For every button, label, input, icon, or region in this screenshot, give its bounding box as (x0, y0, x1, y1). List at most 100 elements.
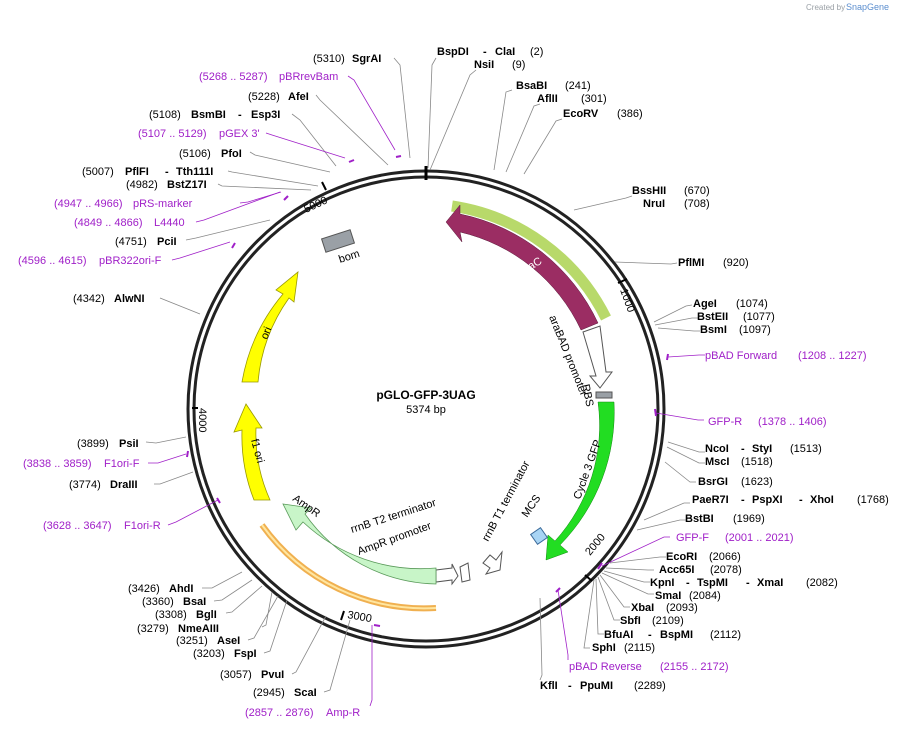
svg-text:(2084): (2084) (689, 590, 721, 602)
svg-text:PflMI: PflMI (678, 257, 704, 269)
svg-text:BsmI: BsmI (700, 324, 727, 336)
tick-4000: 4000 (192, 407, 208, 432)
svg-text:NcoI: NcoI (705, 443, 729, 455)
svg-text:AflII: AflII (537, 93, 558, 105)
svg-text:(2078): (2078) (710, 564, 742, 576)
mcs-box[interactable] (529, 526, 549, 546)
araBAD-promoter-arrow[interactable] (582, 325, 613, 389)
svg-text:pBAD Reverse: pBAD Reverse (569, 661, 642, 673)
rbs-box[interactable] (595, 391, 613, 399)
svg-text:(3628 .. 3647): (3628 .. 3647) (43, 520, 112, 532)
svg-text:BsaBI: BsaBI (516, 80, 547, 92)
left-site-labels: (5310) SgrAI (5228) AfeI (5108) BsmBI - … (69, 53, 381, 699)
svg-text:F1ori-F: F1ori-F (104, 458, 140, 470)
svg-text:PaeR7I: PaeR7I (692, 494, 729, 506)
svg-text:MscI: MscI (705, 456, 729, 468)
svg-text:5000: 5000 (302, 194, 329, 215)
svg-text:-: - (799, 494, 803, 506)
svg-text:PciI: PciI (157, 236, 177, 248)
gfp-arrow[interactable] (545, 401, 615, 561)
AmpR-arrow[interactable] (282, 503, 437, 585)
svg-text:BspDI: BspDI (437, 46, 469, 58)
right-primer-labels: pBAD Forward (1208 .. 1227) GFP-R (1378 … (569, 350, 867, 673)
svg-text:(3774): (3774) (69, 479, 101, 491)
svg-text:(1518): (1518) (741, 456, 773, 468)
svg-text:(9): (9) (512, 59, 525, 71)
svg-text:(2082): (2082) (806, 577, 838, 589)
rrnB-T1-terminator-shape[interactable] (482, 550, 503, 575)
rrnB-T2-terminator-shape[interactable] (459, 562, 471, 583)
svg-text:EcoRV: EcoRV (563, 108, 599, 120)
svg-text:(4982): (4982) (126, 179, 158, 191)
svg-text:(3203): (3203) (193, 648, 225, 660)
svg-text:(1378 .. 1406): (1378 .. 1406) (758, 416, 827, 428)
plasmid-title: pGLO-GFP-3UAG (376, 388, 475, 402)
svg-text:BsaI: BsaI (183, 596, 206, 608)
svg-text:(2093): (2093) (666, 602, 698, 614)
araC-arrow[interactable] (445, 204, 599, 331)
svg-text:(5107 .. 5129): (5107 .. 5129) (138, 128, 207, 140)
svg-text:-: - (483, 46, 487, 58)
svg-text:(2109): (2109) (652, 615, 684, 627)
svg-text:DraIII: DraIII (110, 479, 138, 491)
svg-text:AseI: AseI (217, 635, 240, 647)
svg-text:GFP-R: GFP-R (708, 416, 742, 428)
svg-text:ScaI: ScaI (294, 687, 317, 699)
svg-text:BfuAI: BfuAI (604, 629, 633, 641)
svg-text:(2857 .. 2876): (2857 .. 2876) (245, 707, 314, 719)
svg-text:Tth111I: Tth111I (176, 166, 213, 178)
mcs-label: MCS (520, 493, 544, 520)
svg-text:TspMI: TspMI (697, 577, 728, 589)
f1-ori-arrow[interactable] (233, 403, 271, 501)
svg-text:(2001 .. 2021): (2001 .. 2021) (725, 532, 794, 544)
svg-text:3000: 3000 (346, 609, 372, 625)
svg-text:(301): (301) (581, 93, 607, 105)
svg-text:(241): (241) (565, 80, 591, 92)
svg-text:EcoRI: EcoRI (666, 551, 697, 563)
svg-text:Esp3I: Esp3I (251, 109, 280, 121)
svg-text:-: - (238, 109, 242, 121)
rbs-label: RBS (579, 383, 595, 408)
svg-text:(670): (670) (684, 185, 710, 197)
credit-brand[interactable]: SnapGene (846, 2, 889, 12)
svg-text:4000: 4000 (196, 408, 208, 432)
svg-text:(1097): (1097) (739, 324, 771, 336)
svg-text:-: - (741, 443, 745, 455)
svg-text:-: - (165, 166, 169, 178)
svg-text:(2115): (2115) (624, 642, 655, 654)
svg-text:(920): (920) (723, 257, 749, 269)
tick-5000: 5000 (302, 181, 329, 216)
svg-text:-: - (741, 494, 745, 506)
svg-text:-: - (648, 629, 652, 641)
svg-text:F1ori-R: F1ori-R (124, 520, 161, 532)
svg-text:-: - (568, 680, 572, 692)
svg-text:SgrAI: SgrAI (352, 53, 381, 65)
svg-text:(3838 .. 3859): (3838 .. 3859) (23, 458, 92, 470)
svg-text:BglI: BglI (196, 609, 217, 621)
svg-text:BstZ17I: BstZ17I (167, 179, 207, 191)
svg-text:pGEX 3': pGEX 3' (219, 128, 260, 140)
right-primer-leaders (557, 354, 705, 660)
svg-text:AgeI: AgeI (693, 298, 717, 310)
svg-text:StyI: StyI (752, 443, 772, 455)
svg-text:(3057): (3057) (220, 669, 252, 681)
svg-text:(5108): (5108) (149, 109, 181, 121)
svg-text:(4342): (4342) (73, 293, 105, 305)
AmpR-promoter-arrow[interactable] (435, 563, 459, 586)
svg-text:(708): (708) (684, 198, 710, 210)
svg-text:(3360): (3360) (142, 596, 174, 608)
svg-text:KflI: KflI (540, 680, 558, 692)
svg-text:(1074): (1074) (736, 298, 768, 310)
ori-arrow[interactable] (241, 271, 299, 383)
svg-text:(5007): (5007) (82, 166, 114, 178)
svg-text:PflFI: PflFI (125, 166, 149, 178)
svg-text:(2945): (2945) (253, 687, 285, 699)
rrnB-T1-terminator-label: rrnB T1 terminator (480, 459, 533, 544)
svg-text:(1513): (1513) (790, 443, 822, 455)
svg-text:FspI: FspI (234, 648, 257, 660)
bom-box[interactable] (320, 229, 356, 253)
svg-text:XmaI: XmaI (757, 577, 783, 589)
svg-text:Amp-R: Amp-R (326, 707, 360, 719)
svg-text:XbaI: XbaI (631, 602, 654, 614)
svg-text:PvuI: PvuI (261, 669, 284, 681)
